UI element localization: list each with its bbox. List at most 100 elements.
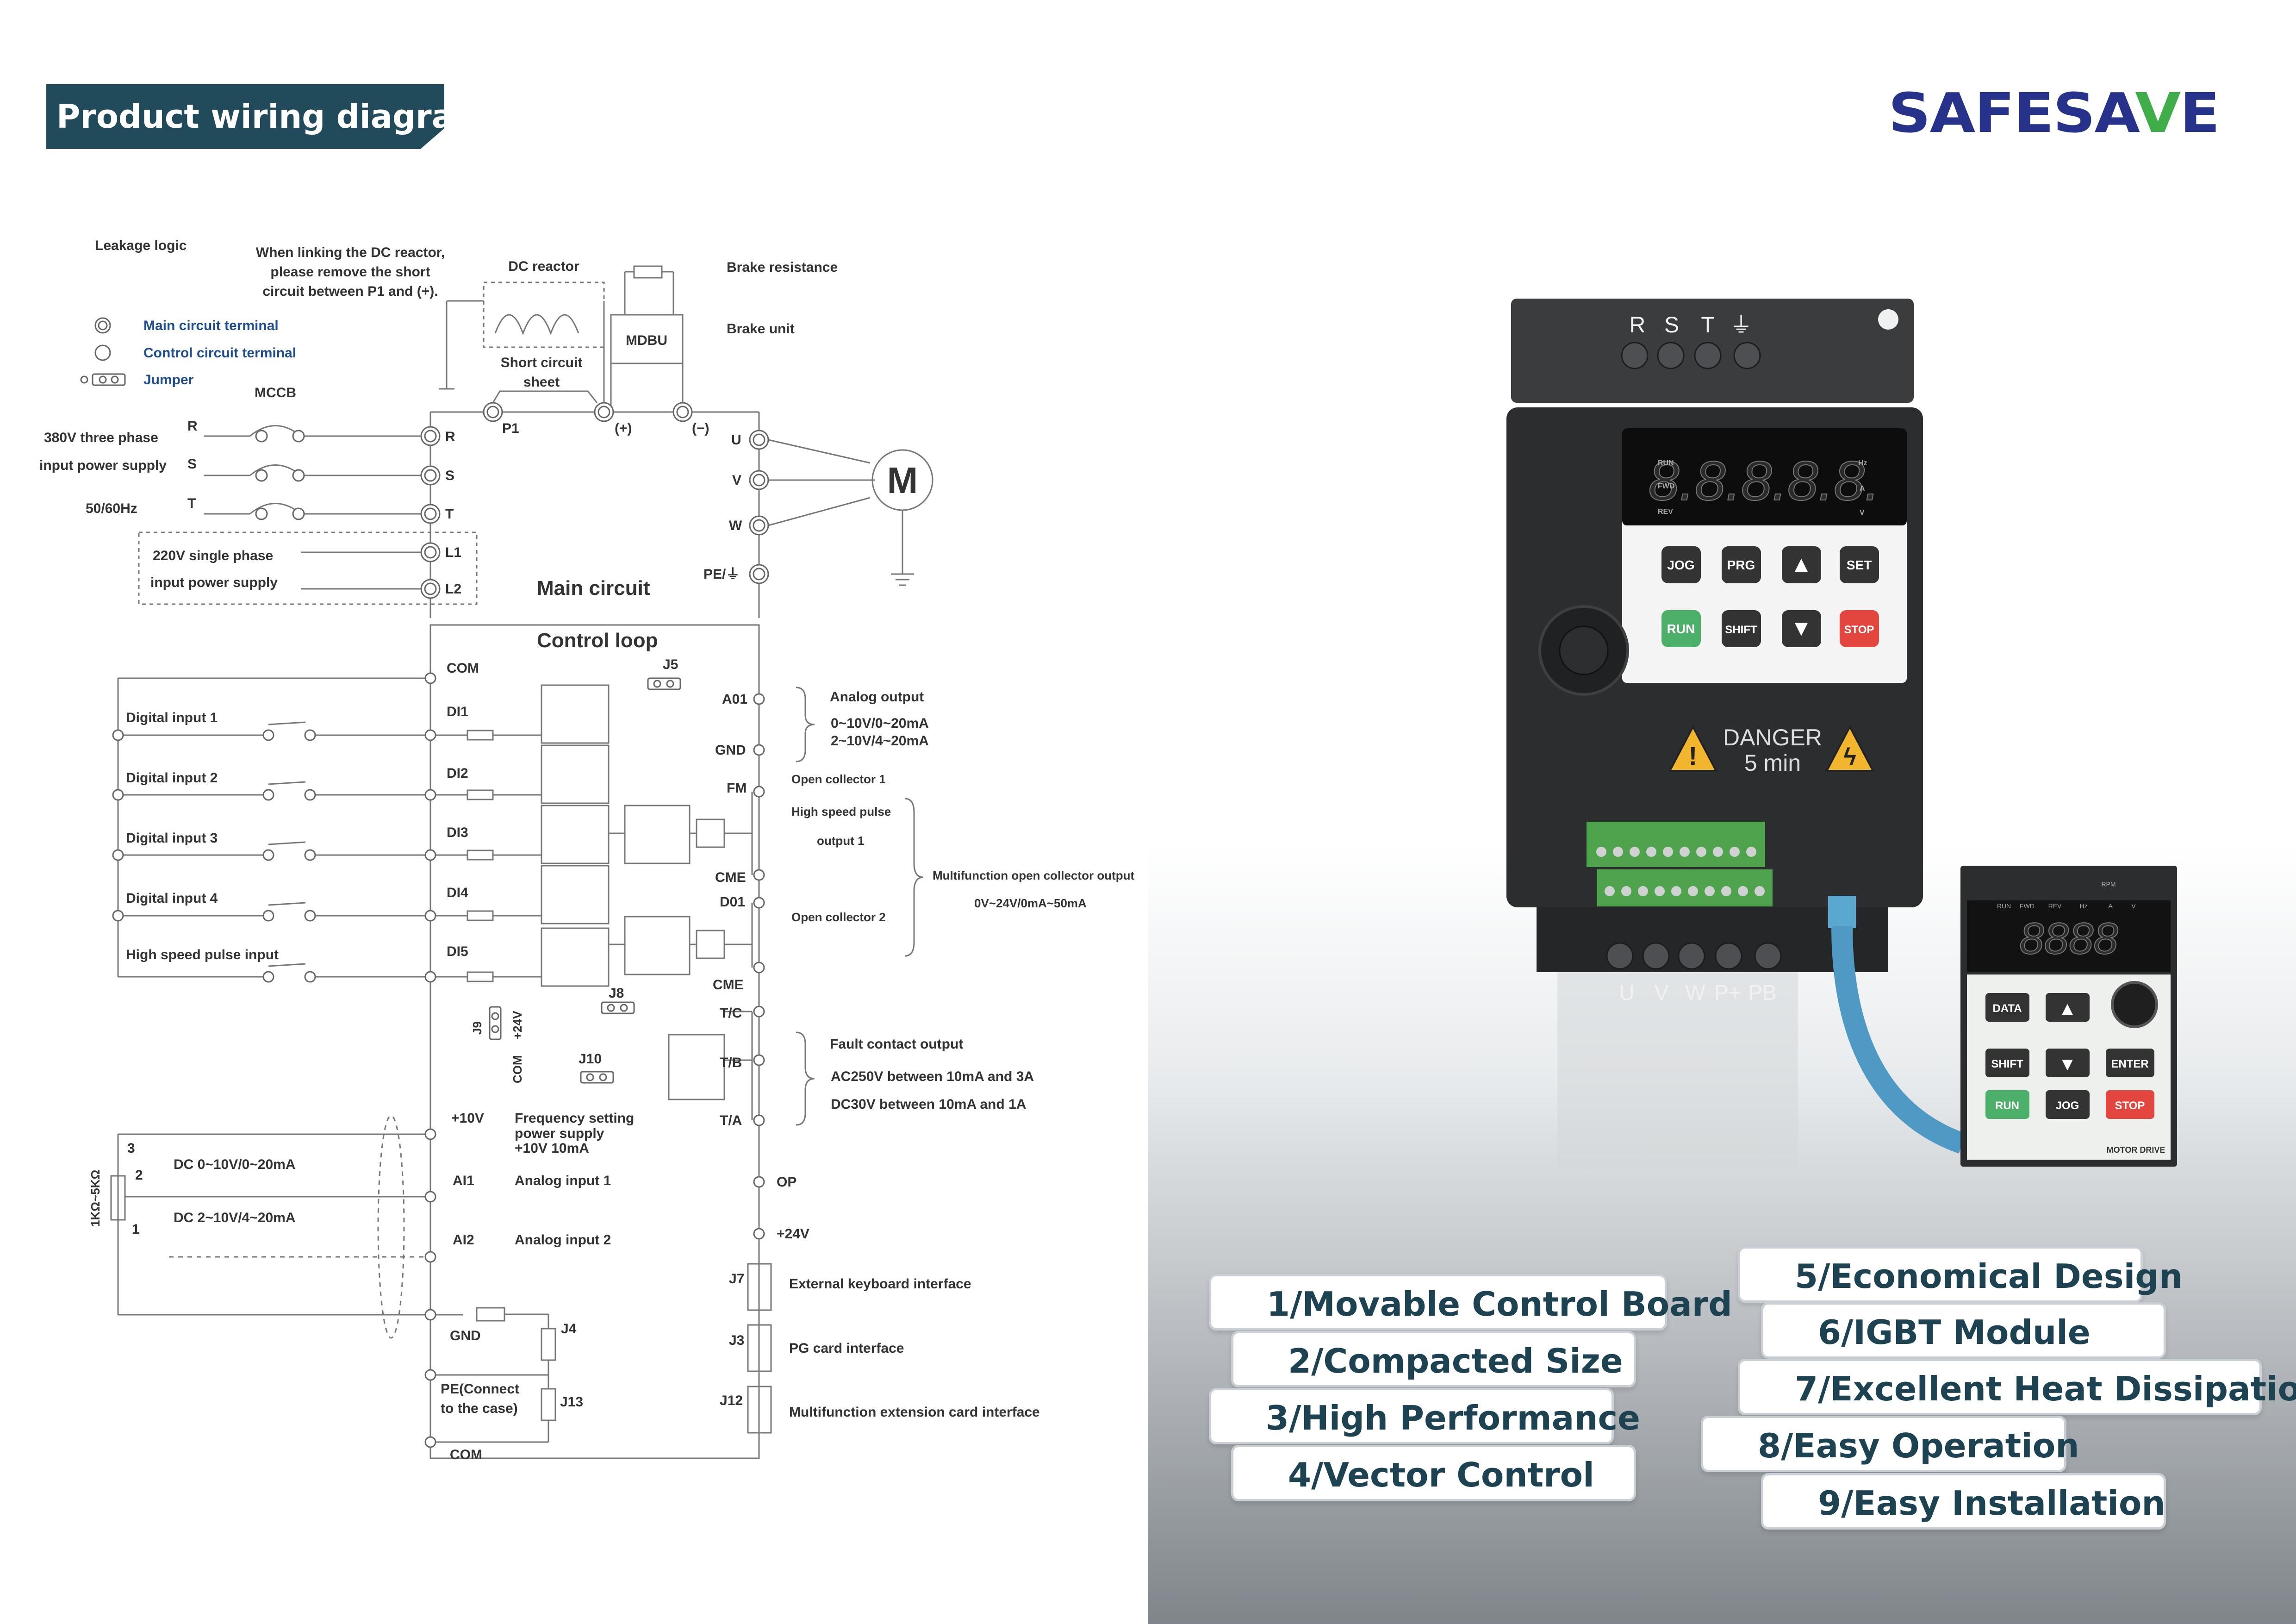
phase-s: S: [187, 456, 197, 472]
ground-icon: ⏚: [1730, 313, 1752, 337]
short-sheet-line2: sheet: [523, 375, 560, 390]
jog-key-label: JOG: [1667, 558, 1694, 572]
keypad-ind-run: RUN: [1997, 902, 2011, 910]
ai1-label: Analog input 1: [515, 1173, 611, 1188]
dc-note-line2: please remove the short: [270, 264, 430, 280]
three-phase-line2: input power supply: [39, 458, 167, 473]
pe-case-line1: PE(Connect: [441, 1381, 519, 1397]
freq-setting-line1: Frequency setting: [515, 1111, 634, 1126]
keypad-ind-a: A: [2108, 902, 2113, 910]
ind-hz: Hz: [1858, 459, 1867, 467]
shift-key[interactable]: [1722, 610, 1761, 647]
keypad-enter-key[interactable]: [2106, 1049, 2154, 1077]
legend-title: Leakage logic: [95, 238, 187, 253]
j7-label: J7: [729, 1271, 744, 1287]
digital-input-3: Digital input 3: [126, 831, 218, 846]
feature-movable-control-board: 1/Movable Control Board: [1209, 1274, 1732, 1330]
term-l1: L1: [445, 545, 461, 560]
term-ta: T/A: [720, 1113, 742, 1128]
term-fm: FM: [727, 781, 747, 796]
keypad-up-arrow-icon: ▲: [2058, 999, 2077, 1019]
term-di4: DI4: [447, 885, 468, 900]
term-a01: A01: [722, 692, 747, 707]
ind-v: V: [1860, 509, 1865, 517]
hs-pulse-line2: output 1: [817, 834, 865, 848]
keypad-data-key[interactable]: [1985, 993, 2029, 1022]
multi-oc-line1: Multifunction open collector output: [933, 868, 1135, 882]
pot-label: 1KΩ~5KΩ: [88, 1170, 102, 1227]
term-cme2: CME: [713, 977, 744, 993]
down-key[interactable]: [1782, 610, 1821, 647]
digital-input-2: Digital input 2: [126, 770, 218, 786]
keypad-run-key[interactable]: [1985, 1090, 2029, 1119]
warning-icon: !: [1668, 725, 1718, 772]
keypad-up-key[interactable]: [2046, 993, 2090, 1022]
dc-reactor-label: DC reactor: [508, 259, 579, 274]
keypad-ind-hz: Hz: [2079, 902, 2087, 910]
feature-easy-operation: 8/Easy Operation: [1701, 1416, 2079, 1472]
term-d01: D01: [720, 894, 745, 910]
feature-economical-design: 5/Economical Design: [1738, 1246, 2183, 1303]
brand-logo-text-1: SAFESA: [1888, 81, 2136, 145]
run-key[interactable]: [1661, 610, 1701, 647]
set-key[interactable]: [1840, 546, 1879, 583]
plus10v-label: +10V: [451, 1111, 484, 1126]
top-terminal-r: R: [1630, 313, 1646, 337]
pot-pin-1: 1: [132, 1222, 140, 1237]
hs-pulse-line1: High speed pulse: [791, 805, 891, 818]
legend-control-terminal: Control circuit terminal: [143, 345, 296, 361]
dc-note-line1: When linking the DC reactor,: [256, 245, 445, 260]
up-key[interactable]: [1782, 546, 1821, 583]
p1-label: P1: [502, 421, 519, 436]
ind-a: A: [1860, 485, 1865, 493]
analog-output-label: Analog output: [830, 689, 924, 705]
feature-heat-dissipation: 7/Excellent Heat Dissipation: [1738, 1359, 2296, 1415]
keypad-ind-fwd: FWD: [2020, 902, 2035, 910]
single-phase-line1: 220V single phase: [153, 548, 273, 563]
term-com-bottom: COM: [450, 1447, 482, 1462]
term-gnd-bottom: GND: [450, 1328, 481, 1343]
remote-keypad: 8888 RUN FWD REV Hz A V RPM DATA ▲ SHIFT…: [1960, 866, 2177, 1167]
term-cme1: CME: [715, 870, 746, 885]
jog-key[interactable]: [1661, 546, 1701, 583]
brake-unit-label: Brake unit: [727, 321, 795, 337]
j9-label: J9: [470, 1021, 484, 1035]
ao-range2: 2~10V/4~20mA: [831, 733, 929, 749]
stop-key[interactable]: [1840, 610, 1879, 647]
j10-label: J10: [579, 1051, 602, 1067]
ind-run: RUN: [1658, 459, 1674, 467]
minus-label: (−): [692, 421, 709, 436]
keypad-shift-key[interactable]: [1985, 1049, 2029, 1077]
prg-key[interactable]: [1722, 546, 1761, 583]
keypad-jog-label: JOG: [2056, 1099, 2079, 1112]
legend-main-terminal: Main circuit terminal: [143, 318, 279, 333]
keypad-enter-label: ENTER: [2111, 1058, 2148, 1070]
three-phase-line1: 380V three phase: [44, 430, 158, 445]
brand-logo-v: V: [2135, 81, 2181, 145]
fault-title: Fault contact output: [830, 1037, 963, 1052]
fault-line1: AC250V between 10mA and 3A: [831, 1069, 1034, 1084]
freq-setting-line2: power supply: [515, 1126, 604, 1141]
term-l2: L2: [445, 581, 461, 597]
down-arrow-icon: ▼: [1790, 616, 1812, 641]
j12-desc: Multifunction extension card interface: [789, 1405, 1040, 1420]
ai2-label: Analog input 2: [515, 1232, 611, 1248]
term-r: R: [445, 429, 455, 444]
ind-rev: REV: [1658, 508, 1673, 516]
bottom-terminal-u: U: [1619, 981, 1634, 1005]
j12-label: J12: [720, 1393, 743, 1408]
feature-vector-control: 4/Vector Control: [1231, 1445, 1636, 1501]
term-di1: DI1: [447, 704, 468, 719]
multi-oc-line2: 0V~24V/0mA~50mA: [974, 896, 1087, 910]
keypad-stop-key[interactable]: [2106, 1090, 2154, 1119]
keypad-jog-key[interactable]: [2046, 1090, 2090, 1119]
term-pe: PE/⏚: [703, 567, 740, 582]
keypad-down-key[interactable]: [2046, 1049, 2090, 1077]
svg-text:!: !: [1689, 741, 1698, 770]
phase-t: T: [187, 496, 196, 511]
pe-case-line2: to the case): [441, 1401, 518, 1416]
high-voltage-icon: ϟ: [1825, 725, 1875, 772]
bottom-terminal-w: W: [1685, 981, 1705, 1005]
control-loop-label: Control loop: [537, 629, 658, 652]
